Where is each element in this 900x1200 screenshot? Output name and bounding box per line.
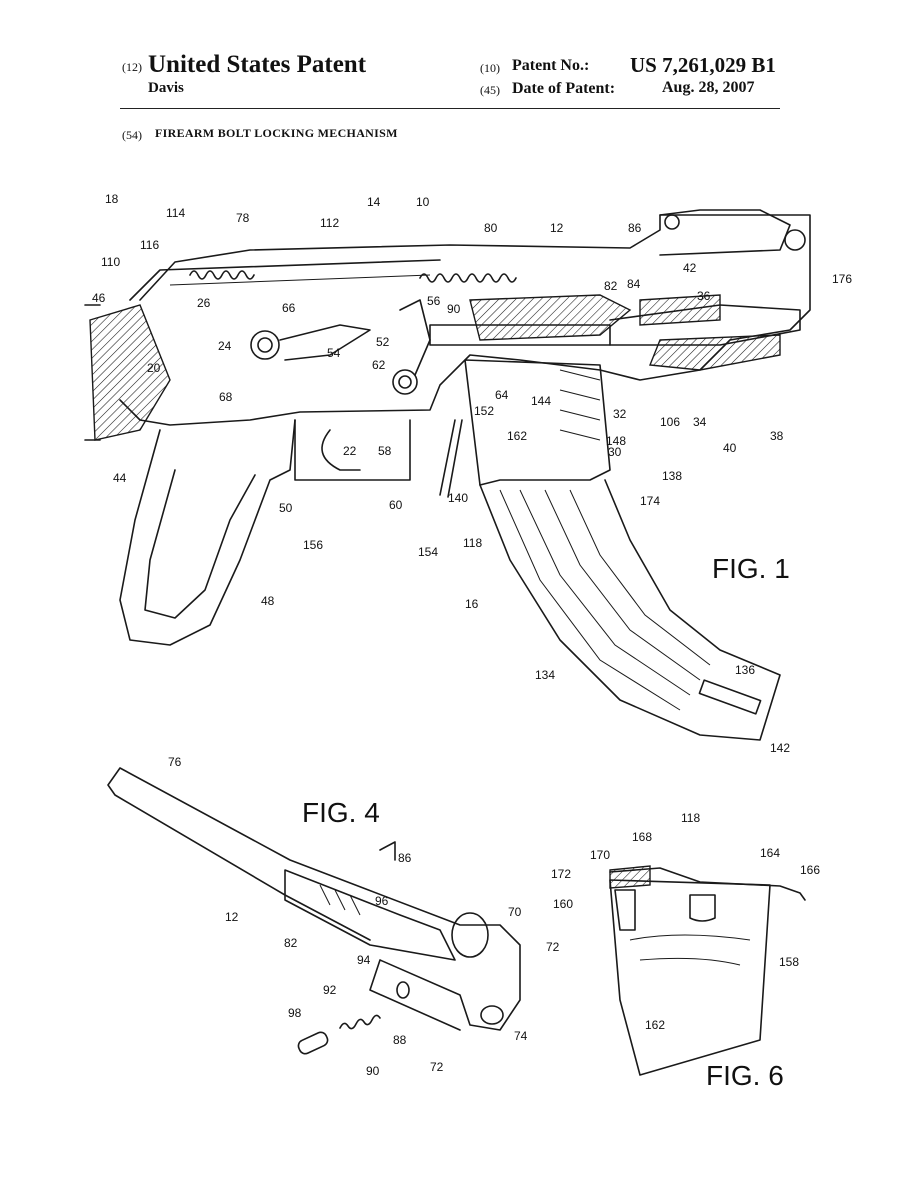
fig6-ref-158: 158 (779, 955, 799, 969)
fig1-ref-26: 26 (197, 296, 211, 310)
fig6-ref-170: 170 (590, 848, 610, 862)
title-code: (54) (122, 128, 142, 142)
fig1-ref-110: 110 (101, 255, 120, 269)
fig1-ref-134: 134 (535, 668, 555, 682)
fig1-ref-36: 36 (697, 289, 711, 303)
fig1-ref-114: 114 (166, 206, 185, 220)
fig4-ref-72: 72 (430, 1060, 444, 1074)
fig1-ref-162: 162 (507, 429, 527, 443)
fig4-ref-72: 72 (546, 940, 560, 954)
fig1-ref-34: 34 (693, 415, 707, 429)
header-rule (120, 108, 780, 109)
fig1-ref-10: 10 (416, 195, 430, 209)
fig1-ref-12: 12 (550, 221, 564, 235)
fig4-ref-90: 90 (366, 1064, 380, 1078)
fig1-ref-60: 60 (389, 498, 403, 512)
fig4-ref-70: 70 (508, 905, 522, 919)
fig1-ref-32: 32 (613, 407, 627, 421)
date-label: Date of Patent: (512, 80, 616, 97)
fig1-ref-44: 44 (113, 471, 127, 485)
doc-kind-code: (12) (122, 60, 142, 74)
fig4-ref-88: 88 (393, 1033, 407, 1047)
fig1-ref-144: 144 (531, 394, 551, 408)
fig1-ref-66: 66 (282, 301, 296, 315)
fig4-caption: FIG. 4 (302, 797, 380, 828)
fig1-ref-30: 30 (608, 445, 622, 459)
fig1-ref-68: 68 (219, 390, 233, 404)
fig1-ref-136: 136 (735, 663, 755, 677)
fig1-ref-112: 112 (320, 216, 339, 230)
fig4-labels: 76 86 12 96 82 70 72 94 92 88 98 90 72 7… (168, 755, 560, 1078)
fig1-ref-54: 54 (327, 346, 341, 360)
fig1-ref-156: 156 (303, 538, 323, 552)
patent-title: United States Patent (148, 51, 367, 78)
fig6-ref-118: 118 (681, 811, 700, 825)
fig1-ref-174: 174 (640, 494, 660, 508)
fig1-ref-140: 140 (448, 491, 468, 505)
fig6-ref-172: 172 (551, 867, 571, 881)
fig1-ref-84: 84 (627, 277, 641, 291)
fig1-labels: 18 114 78 112 14 10 12 86 110 116 46 26 … (92, 192, 852, 755)
fig1-ref-38: 38 (770, 429, 784, 443)
fig6-labels: 118 168 170 164 166 172 160 158 162 FIG.… (551, 811, 820, 1091)
fig1-ref-148: 148 (606, 434, 626, 448)
fig4-ref-92: 92 (323, 983, 337, 997)
fig6-ref-164: 164 (760, 846, 780, 860)
fig4-ref-74: 74 (514, 1029, 528, 1043)
fig1-ref-78: 78 (236, 211, 250, 225)
fig1-ref-62: 62 (372, 358, 386, 372)
inventor-name: Davis (148, 80, 184, 96)
fig6-drawing: 118 168 170 164 166 172 160 158 162 FIG.… (551, 811, 820, 1091)
fig1-ref-14: 14 (367, 195, 381, 209)
fig4-ref-82: 82 (284, 936, 298, 950)
fig6-ref-168: 168 (632, 830, 652, 844)
fig1-ref-56: 56 (427, 294, 441, 308)
fig1-ref-118: 118 (463, 536, 482, 550)
fig1-caption: FIG. 1 (712, 553, 790, 584)
fig1-ref-42: 42 (683, 261, 697, 275)
fig4-ref-76: 76 (168, 755, 182, 769)
fig1-ref-152: 152 (474, 404, 494, 418)
fig4-ref-98: 98 (288, 1006, 302, 1020)
fig1-ref-20: 20 (147, 361, 161, 375)
fig1-ref-80: 80 (484, 221, 498, 235)
fig1-ref-116: 116 (140, 238, 159, 252)
fig1-ref-176: 176 (832, 272, 852, 286)
fig4-ref-86: 86 (398, 851, 412, 865)
fig1-ref-16: 16 (465, 597, 479, 611)
fig1-ref-46: 46 (92, 291, 106, 305)
fig1-ref-50: 50 (279, 501, 293, 515)
fig1-ref-52: 52 (376, 335, 390, 349)
fig4-ref-96: 96 (375, 894, 389, 908)
fig1-ref-64: 64 (495, 388, 509, 402)
fig6-ref-160: 160 (553, 897, 573, 911)
fig4-ref-94: 94 (357, 953, 371, 967)
fig1-ref-138: 138 (662, 469, 682, 483)
date-code: (45) (480, 83, 500, 97)
fig1-ref-142: 142 (770, 741, 790, 755)
fig1-ref-18: 18 (105, 192, 119, 206)
fig1-ref-48: 48 (261, 594, 275, 608)
fig4-ref-12: 12 (225, 910, 239, 924)
fig1-ref-24: 24 (218, 339, 232, 353)
fig4-drawing: 76 86 12 96 82 70 72 94 92 88 98 90 72 7… (107, 755, 560, 1078)
fig1-drawing: 18 114 78 112 14 10 12 86 110 116 46 26 … (84, 192, 852, 755)
fig6-ref-162: 162 (645, 1018, 665, 1032)
patent-number-label: Patent No.: (512, 57, 590, 74)
patent-number-code: (10) (480, 61, 500, 75)
patent-date: Aug. 28, 2007 (662, 79, 755, 96)
fig1-ref-90: 90 (447, 302, 461, 316)
fig1-ref-86: 86 (628, 221, 642, 235)
fig1-ref-58: 58 (378, 444, 392, 458)
fig1-ref-40: 40 (723, 441, 737, 455)
fig1-ref-82: 82 (604, 279, 618, 293)
patent-number: US 7,261,029 B1 (630, 53, 776, 77)
fig1-ref-154: 154 (418, 545, 438, 559)
fig1-ref-22: 22 (343, 444, 357, 458)
invention-title: FIREARM BOLT LOCKING MECHANISM (155, 126, 398, 140)
fig6-ref-166: 166 (800, 863, 820, 877)
fig1-ref-106: 106 (660, 415, 680, 429)
fig6-caption: FIG. 6 (706, 1060, 784, 1091)
